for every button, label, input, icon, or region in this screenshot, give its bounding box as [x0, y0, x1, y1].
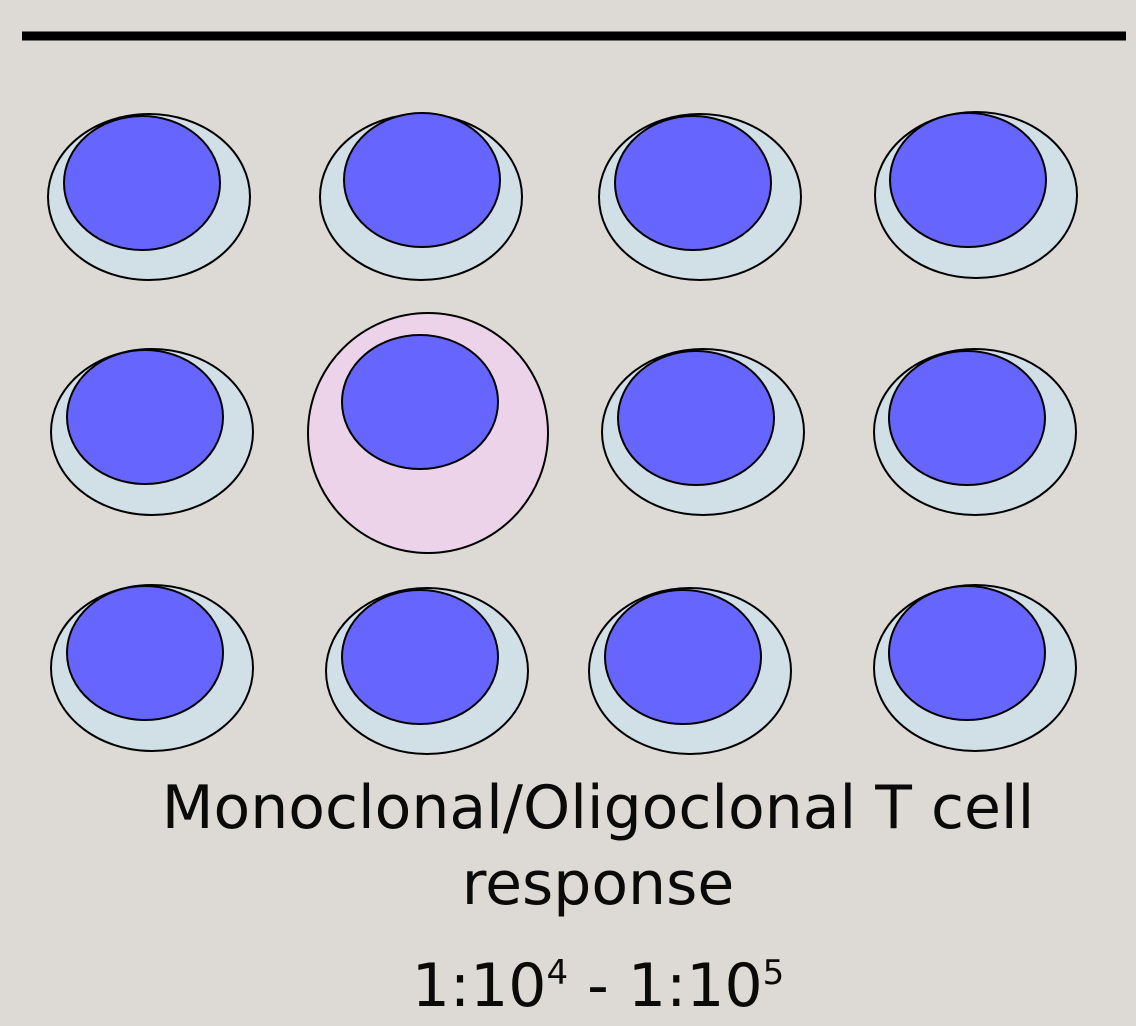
cell-nucleus: [341, 589, 499, 725]
t-cell-r3c4: [873, 584, 1077, 752]
t-cell-r2c1: [50, 348, 254, 516]
cell-nucleus: [888, 350, 1046, 486]
ratio-b-exponent: 5: [762, 953, 785, 993]
frequency-ratio: 1:104 - 1:105: [0, 948, 1136, 1024]
cell-nucleus: [63, 115, 221, 251]
cell-nucleus: [888, 585, 1046, 721]
caption-title: Monoclonal/Oligoclonal T cell response: [0, 770, 1136, 922]
cell-nucleus: [343, 112, 501, 248]
cell-nucleus: [604, 589, 762, 725]
cell-nucleus: [614, 115, 772, 251]
t-cell-r2c2: [307, 312, 549, 554]
ratio-a-base: 1:10: [411, 951, 547, 1021]
ratio-a-exponent: 4: [546, 953, 569, 993]
t-cell-r1c3: [598, 113, 802, 281]
caption-line-1: Monoclonal/Oligoclonal T cell: [161, 773, 1035, 843]
cell-nucleus: [66, 585, 224, 721]
cell-nucleus: [889, 112, 1047, 248]
cell-nucleus: [66, 349, 224, 485]
t-cell-r1c4: [874, 111, 1078, 279]
caption-line-2: response: [461, 849, 735, 919]
t-cell-r1c2: [319, 112, 523, 281]
t-cell-r3c1: [50, 584, 254, 752]
cell-nucleus: [617, 350, 775, 486]
t-cell-r1c1: [47, 113, 251, 281]
ratio-b-base: 1:10: [627, 951, 763, 1021]
cell-nucleus: [341, 334, 499, 470]
t-cell-r3c2: [325, 587, 529, 755]
t-cell-r2c4: [873, 348, 1077, 516]
t-cell-r2c3: [601, 348, 805, 516]
ratio-separator: -: [568, 951, 628, 1021]
t-cell-r3c3: [588, 587, 792, 755]
